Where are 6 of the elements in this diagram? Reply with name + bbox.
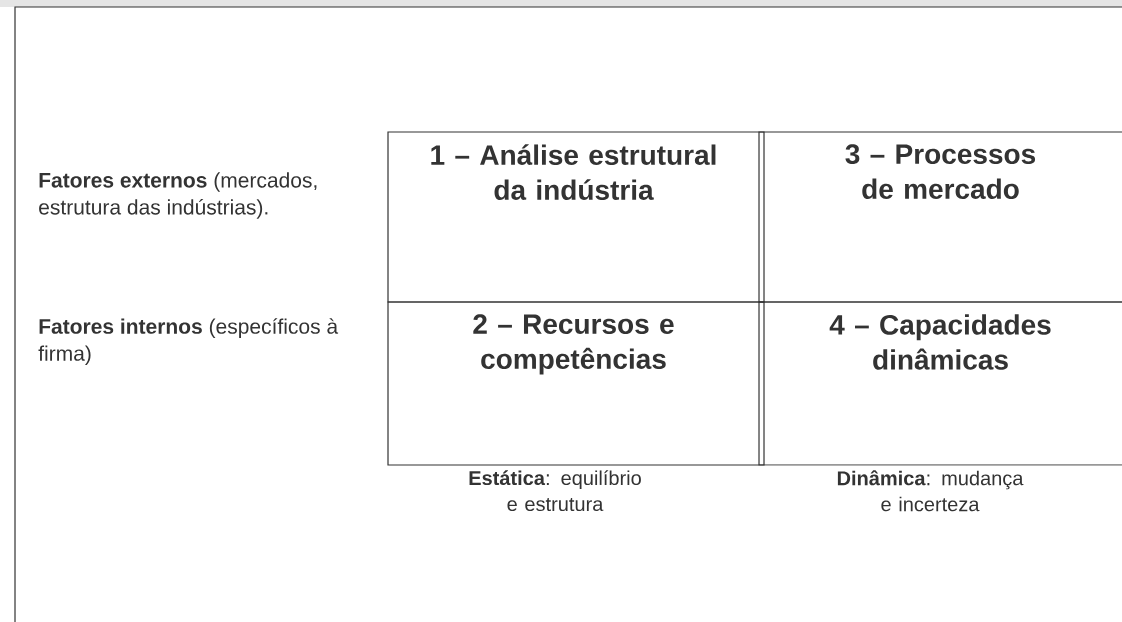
annotation-text: Fatores internos (específicos à firma) [38, 318, 339, 365]
annotation-text: Fatores externos (mercados, estrutura das indústrias). [39, 172, 317, 219]
matrix-cell: 2 – Recursos e competências [387, 301, 765, 466]
matrix-cell: 3 – Processos de mercado [758, 131, 1122, 303]
matrix-cell: 4 – Capacidades dinâmicas [758, 301, 1122, 466]
matrix-cell: 1 – Análise estrutural da indústria [387, 131, 765, 303]
